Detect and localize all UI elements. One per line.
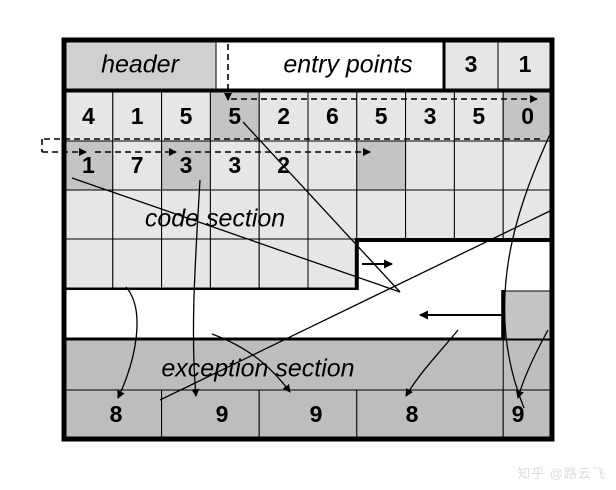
arrow-to-handler-0 <box>117 286 138 399</box>
constant-row-2: 1 7 3 3 2 <box>63 140 553 191</box>
entry-points-cell <box>215 39 445 90</box>
const1-cell-2 <box>161 91 211 142</box>
ref-line-5-to-code <box>242 121 401 293</box>
code2-cell-5 <box>307 238 358 290</box>
ref-line-1-to-code <box>71 177 401 293</box>
ref-line-lowleft-to-right <box>159 209 553 401</box>
code1-cell-5 <box>307 189 358 240</box>
white-band-grey-block <box>502 290 553 340</box>
title-row: header entry points 3 1 <box>63 39 553 90</box>
const1-cell-8 <box>453 91 504 142</box>
code2-cell-1 <box>112 238 163 290</box>
const2-cell-3 <box>209 140 260 191</box>
code2-cell-3 <box>209 238 260 290</box>
const2-cell-2 <box>161 140 211 191</box>
watermark: 知乎 @路云飞 <box>517 466 606 481</box>
outer-border <box>61 37 555 442</box>
reference-lines <box>71 121 553 409</box>
const2-cell-7 <box>405 140 455 191</box>
arrow-to-handler-4 <box>515 329 549 399</box>
const2-cell-6 <box>356 140 407 191</box>
const1-cell-0 <box>63 91 114 142</box>
const1-cell-1 <box>112 91 163 142</box>
arrow-to-handler-3 <box>405 329 459 397</box>
arrow-to-handler-1 <box>191 179 201 397</box>
handler-cell-1 <box>161 389 260 440</box>
arrow-to-handler-2 <box>211 333 291 393</box>
exception-handler-row: 8 9 9 8 9 <box>63 389 553 440</box>
const2-cell-0 <box>63 140 114 191</box>
code1-cell-2 <box>161 189 211 240</box>
const2-cell-1 <box>112 140 163 191</box>
handler-cell-4 <box>502 389 553 440</box>
code-block-pointers <box>362 259 503 320</box>
code1-cell-0 <box>63 189 114 240</box>
const1-cell-9 <box>502 91 553 142</box>
code2-cell-4 <box>258 238 309 290</box>
handler-cell-0 <box>63 389 163 440</box>
entry-count-cell-1 <box>497 39 553 90</box>
code1-cell-9 <box>502 189 553 240</box>
entry-count-cell-0 <box>443 39 499 90</box>
code1-cell-1 <box>112 189 163 240</box>
code-section-row-1: code section <box>63 189 553 240</box>
const2-cell-8 <box>453 140 504 191</box>
handler-cell-3 <box>356 389 504 440</box>
code2-cell-0 <box>63 238 114 290</box>
code1-cell-3 <box>209 189 260 240</box>
exception-section-label-row: exception section <box>63 339 553 391</box>
constant-row-1: 4 1 5 5 2 6 5 3 5 0 <box>63 91 553 142</box>
handler-cell-2 <box>258 389 358 440</box>
code1-cell-6 <box>356 189 407 240</box>
ref-curve-0-to-handler9 <box>503 129 553 409</box>
dashed-index-flow <box>41 44 540 156</box>
exception-label-band <box>63 339 553 391</box>
code1-cell-7 <box>405 189 455 240</box>
code1-cell-4 <box>258 189 309 240</box>
header-cell <box>63 39 217 90</box>
handler-arrows <box>117 179 549 399</box>
const2-cell-5 <box>307 140 358 191</box>
code1-cell-8 <box>453 189 504 240</box>
const2-cell-9 <box>502 140 553 191</box>
code2-cell-2 <box>161 238 211 290</box>
